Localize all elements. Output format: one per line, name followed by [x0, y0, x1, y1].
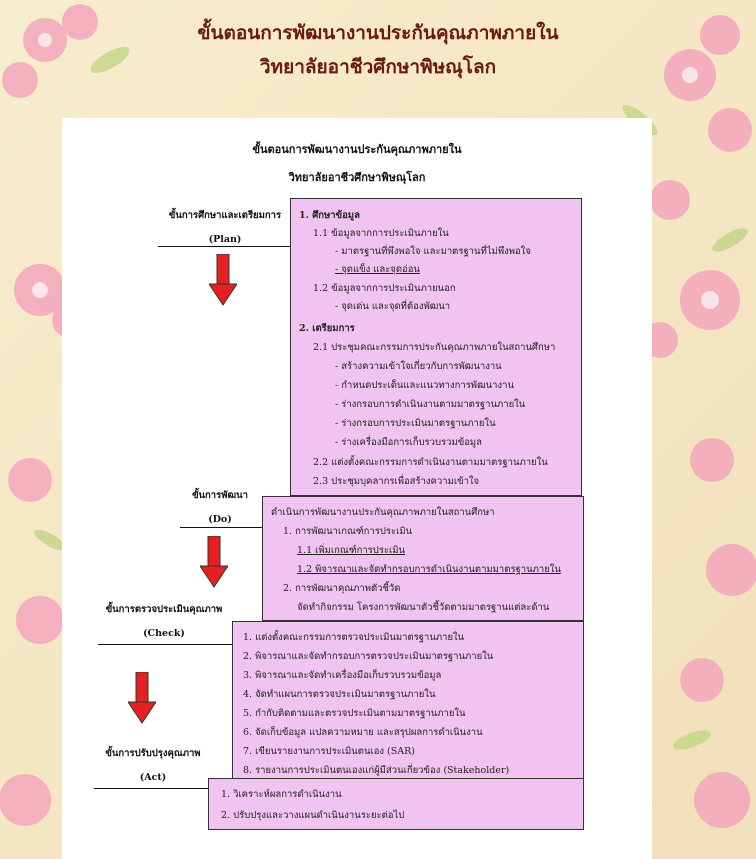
plan-item: 2.1 ประชุมคณะกรรมการประกันคุณภาพภายในสถา…	[313, 342, 556, 353]
check-item: 3. พิจารณาและจัดทำเครื่องมือเก็บรวบรวมข้…	[243, 670, 442, 681]
flower-decoration-bottom-left	[0, 458, 66, 826]
plan-item: 1. ศึกษาข้อมูล	[299, 210, 360, 221]
phase-plan-th: ขั้นการศึกษาและเตรียมการ	[168, 210, 282, 221]
phase-do-en: (Do)	[208, 514, 232, 525]
plan-item: 1.2 ข้อมูลจากการประเมินภายนอก	[313, 283, 456, 294]
phase-check-label: ขั้นการตรวจประเมินคุณภาพ (Check)	[96, 602, 232, 639]
do-box: ดำเนินการพัฒนางานประกันคุณภาพภายในสถานศึ…	[262, 496, 584, 621]
do-item: 1.2 พิจารณาและจัดทำกรอบการดำเนินงานตามมา…	[297, 564, 561, 575]
plan-item: - ร่างเครื่องมือการเก็บรวบรวมข้อมูล	[335, 437, 482, 448]
check-item: 1. แต่งตั้งคณะกรรมการตรวจประเมินมาตรฐานภ…	[243, 632, 465, 643]
act-item: 1. วิเคราะห์ผลการดำเนินงาน	[221, 789, 342, 800]
do-item: 2. การพัฒนาคุณภาพตัวชี้วัด	[283, 583, 401, 594]
plan-item: - สร้างความเข้าใจเกี่ยวกับการพัฒนางาน	[335, 361, 502, 372]
plan-item: - จุดแข็ง และจุดอ่อน	[335, 264, 420, 275]
plan-item: - ร่างกรอบการดำเนินงานตามมาตรฐานภายใน	[335, 399, 526, 410]
plan-box: 1. ศึกษาข้อมูล 1.1 ข้อมูลจากการประเมินภา…	[290, 198, 582, 496]
doc-title-line1: ขั้นตอนการพัฒนางานประกันคุณภาพภายใน	[252, 143, 462, 156]
phase-do-th: ขั้นการพัฒนา	[192, 490, 248, 501]
check-item: 8. รายงานการประเมินตนเองแก่ผู้มีส่วนเกี่…	[243, 765, 510, 776]
act-item: 2. ปรับปรุงและวางแผนดำเนินงานระยะต่อไป	[221, 810, 405, 821]
plan-item: 1.1 ข้อมูลจากการประเมินภายใน	[313, 228, 449, 239]
plan-item: 2.3 ประชุมบุคลากรเพื่อสร้างความเข้าใจ	[313, 476, 480, 487]
plan-item: - กำหนดประเด็นและแนวทางการพัฒนางาน	[335, 380, 514, 391]
arrow-do-to-check	[200, 536, 228, 588]
plan-item: - ร่างกรอบการประเมินมาตรฐานภายใน	[335, 418, 496, 429]
flower-decoration-bottom-right	[673, 438, 756, 828]
plan-item: - มาตรฐานที่พึงพอใจ และมาตรฐานที่ไม่พึงพ…	[335, 246, 531, 257]
check-item: 4. จัดทำแผนการตรวจประเมินมาตรฐานภายใน	[243, 689, 436, 700]
phase-act-label: ขั้นการปรับปรุงคุณภาพ (Act)	[94, 746, 212, 783]
phase-plan-underline	[158, 246, 290, 247]
phase-do-underline	[180, 527, 262, 528]
check-box: 1. แต่งตั้งคณะกรรมการตรวจประเมินมาตรฐานภ…	[232, 621, 584, 779]
do-item: 1.1 เพิ่มเกณฑ์การประเมิน	[297, 545, 406, 556]
phase-act-th: ขั้นการปรับปรุงคุณภาพ	[105, 748, 201, 759]
doc-title-line2: วิทยาลัยอาชีวศึกษาพิษณุโลก	[288, 171, 426, 184]
check-item: 6. จัดเก็บข้อมูล แปลความหมาย และสรุปผลกา…	[243, 727, 483, 738]
phase-check-underline	[98, 644, 234, 645]
arrow-check-to-act	[128, 672, 156, 724]
phase-check-en: (Check)	[143, 628, 185, 639]
plan-item: 2.2 แต่งตั้งคณะกรรมการดำเนินงานตามมาตรฐา…	[313, 457, 548, 468]
page-title-line1: ขั้นตอนการพัฒนางานประกันคุณภาพภายใน	[197, 22, 559, 44]
process-document: ขั้นตอนการพัฒนางานประกันคุณภาพภายใน วิทย…	[62, 118, 652, 859]
page-title-line2: วิทยาลัยอาชีวศึกษาพิษณุโลก	[259, 56, 497, 78]
do-item: จัดทำกิจกรรม โครงการพัฒนาตัวชี้วัดตามมาต…	[297, 602, 550, 613]
phase-plan-en: (Plan)	[208, 234, 242, 245]
phase-act-en: (Act)	[139, 772, 167, 783]
plan-item: 2. เตรียมการ	[299, 323, 355, 334]
check-item: 2. พิจารณาและจัดทำกรอบการตรวจประเมินมาตร…	[243, 651, 494, 662]
do-item: ดำเนินการพัฒนางานประกันคุณภาพภายในสถานศึ…	[271, 507, 495, 518]
phase-plan-label: ขั้นการศึกษาและเตรียมการ (Plan)	[160, 208, 290, 245]
plan-item: - จุดเด่น และจุดที่ต้องพัฒนา	[335, 301, 451, 312]
check-item: 5. กำกับติดตามและตรวจประเมินตามมาตรฐานภา…	[243, 708, 466, 719]
act-box: 1. วิเคราะห์ผลการดำเนินงาน 2. ปรับปรุงแล…	[208, 778, 584, 830]
phase-do-label: ขั้นการพัฒนา (Do)	[180, 488, 260, 525]
phase-act-underline	[94, 788, 208, 789]
arrow-plan-to-do	[209, 254, 237, 306]
phase-check-th: ขั้นการตรวจประเมินคุณภาพ	[105, 604, 223, 615]
do-item: 1. การพัฒนาเกณฑ์การประเมิน	[283, 526, 413, 537]
check-item: 7. เขียนรายงานการประเมินตนเอง (SAR)	[243, 746, 415, 757]
